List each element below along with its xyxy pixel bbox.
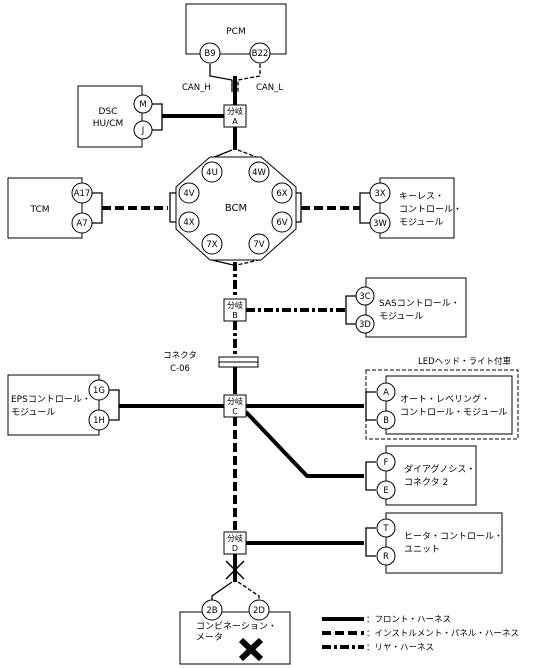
keyless-label-2: コントロール・ [399, 205, 462, 215]
pin-6v: 6V [276, 218, 287, 228]
keyless-label-3: モジュール [399, 218, 443, 228]
pin-e: E [383, 486, 388, 496]
pin-a17: A17 [74, 189, 91, 199]
keyless-label-1: キーレス・ [399, 192, 444, 202]
svg-text:A: A [232, 117, 238, 126]
pin-2d: 2D [253, 606, 265, 616]
heater-module: ヒータ・コントロール・ ユニット [385, 512, 503, 574]
tcm-label: TCM [29, 205, 49, 215]
pin-b: B [383, 416, 389, 426]
legend-rear: ：リヤ・ハーネス [366, 643, 434, 653]
svg-text:C: C [232, 407, 238, 416]
pin-r: R [383, 552, 389, 562]
can-l-label: CAN_L [256, 83, 283, 93]
splice-b: 分岐 B [223, 298, 247, 322]
splice-a: 分岐 A [223, 104, 247, 128]
connector-c06: コネクタ C-06 [163, 351, 259, 374]
dsc-label-2: HU/CM [93, 119, 123, 129]
pin-t: T [382, 524, 389, 534]
open-circuit-x-icon [225, 560, 245, 580]
pin-7x: 7X [206, 240, 217, 250]
dlc-module: ダイアグノシス・ コネクタ 2 [385, 445, 477, 506]
bcm-label: BCM [225, 203, 247, 214]
legend-instrument: ：インストルメント・パネル・ハーネス [366, 629, 519, 639]
pin-7v: 7V [253, 240, 264, 250]
pin-f: F [384, 458, 389, 468]
leveling-label-1: オート・レベリング・ [400, 393, 490, 405]
svg-text:分岐: 分岐 [227, 300, 243, 310]
pin-3d: 3D [359, 320, 371, 330]
pin-6x: 6X [276, 189, 287, 199]
meter-label-1: コンビネーション・ [196, 621, 277, 632]
pin-b9: B9 [204, 49, 215, 59]
eps-label-1: EPSコントロール・ [11, 395, 91, 405]
pin-1h: 1H [93, 416, 105, 426]
pin-b22: B22 [252, 49, 269, 59]
bcm-module: BCM [175, 156, 297, 261]
sas-label-2: モジュール [379, 312, 423, 322]
keyless-module: キーレス・ コントロール・ モジュール [379, 177, 462, 239]
pin-m: M [139, 100, 146, 110]
pin-4v: 4V [183, 189, 194, 199]
wiring [92, 64, 376, 600]
pin-3c: 3C [359, 292, 370, 302]
leveling-label-2: コントロール・モジュール [400, 408, 507, 418]
svg-text:コネクタ: コネクタ [163, 351, 197, 361]
pcm-module: PCM [185, 3, 287, 55]
pin-3x: 3X [374, 189, 385, 199]
svg-text:分岐: 分岐 [227, 396, 243, 406]
meter-module: コンビネーション・ メータ [179, 611, 291, 665]
pin-a7: A7 [76, 219, 87, 229]
pins: B9 B22 M J A17 A7 4U 4W 4V 4X 6X 6V 7X 7… [71, 42, 396, 621]
dlc-label-2: コネクタ 2 [404, 477, 448, 488]
pin-4u: 4U [206, 168, 218, 178]
pcm-label: PCM [226, 27, 245, 37]
legend: ：フロント・ハーネス ：インストルメント・パネル・ハーネス ：リヤ・ハーネス [322, 615, 519, 653]
leveling-group: LEDヘッド・ライト付車 オート・レベリング・ コントロール・モジュール [365, 356, 519, 440]
pin-4x: 4X [183, 218, 194, 228]
svg-text:分岐: 分岐 [227, 106, 243, 116]
pin-3w: 3W [373, 219, 387, 229]
dsc-module: DSC HU/CM [77, 85, 143, 148]
heater-label-1: ヒータ・コントロール・ [404, 531, 503, 542]
splice-c: 分岐 C [223, 394, 247, 418]
svg-text:C-06: C-06 [170, 364, 190, 374]
fault-x-icon [238, 637, 264, 662]
pin-j: J [141, 126, 145, 136]
svg-text:D: D [232, 544, 238, 553]
dlc-label-1: ダイアグノシス・ [404, 463, 475, 475]
pin-2b: 2B [206, 606, 217, 616]
meter-label-2: メータ [196, 632, 223, 643]
sas-module: SASコントロール・ モジュール [365, 277, 467, 338]
sas-label-1: SASコントロール・ [379, 299, 460, 309]
heater-label-2: ユニット [404, 545, 440, 555]
pin-1g: 1G [93, 386, 105, 396]
eps-module: EPSコントロール・ モジュール [7, 374, 100, 436]
led-note: LEDヘッド・ライト付車 [418, 356, 512, 367]
dsc-label-1: DSC [99, 107, 118, 117]
svg-text:分岐: 分岐 [227, 533, 243, 543]
legend-front: ：フロント・ハーネス [366, 615, 451, 625]
svg-text:B: B [232, 311, 238, 320]
splice-d: 分岐 D [223, 531, 247, 555]
can-h-label: CAN_H [182, 83, 211, 93]
pin-a: A [383, 388, 389, 398]
tcm-module: TCM [7, 177, 83, 239]
pin-4w: 4W [252, 168, 266, 178]
eps-label-2: モジュール [11, 408, 55, 418]
